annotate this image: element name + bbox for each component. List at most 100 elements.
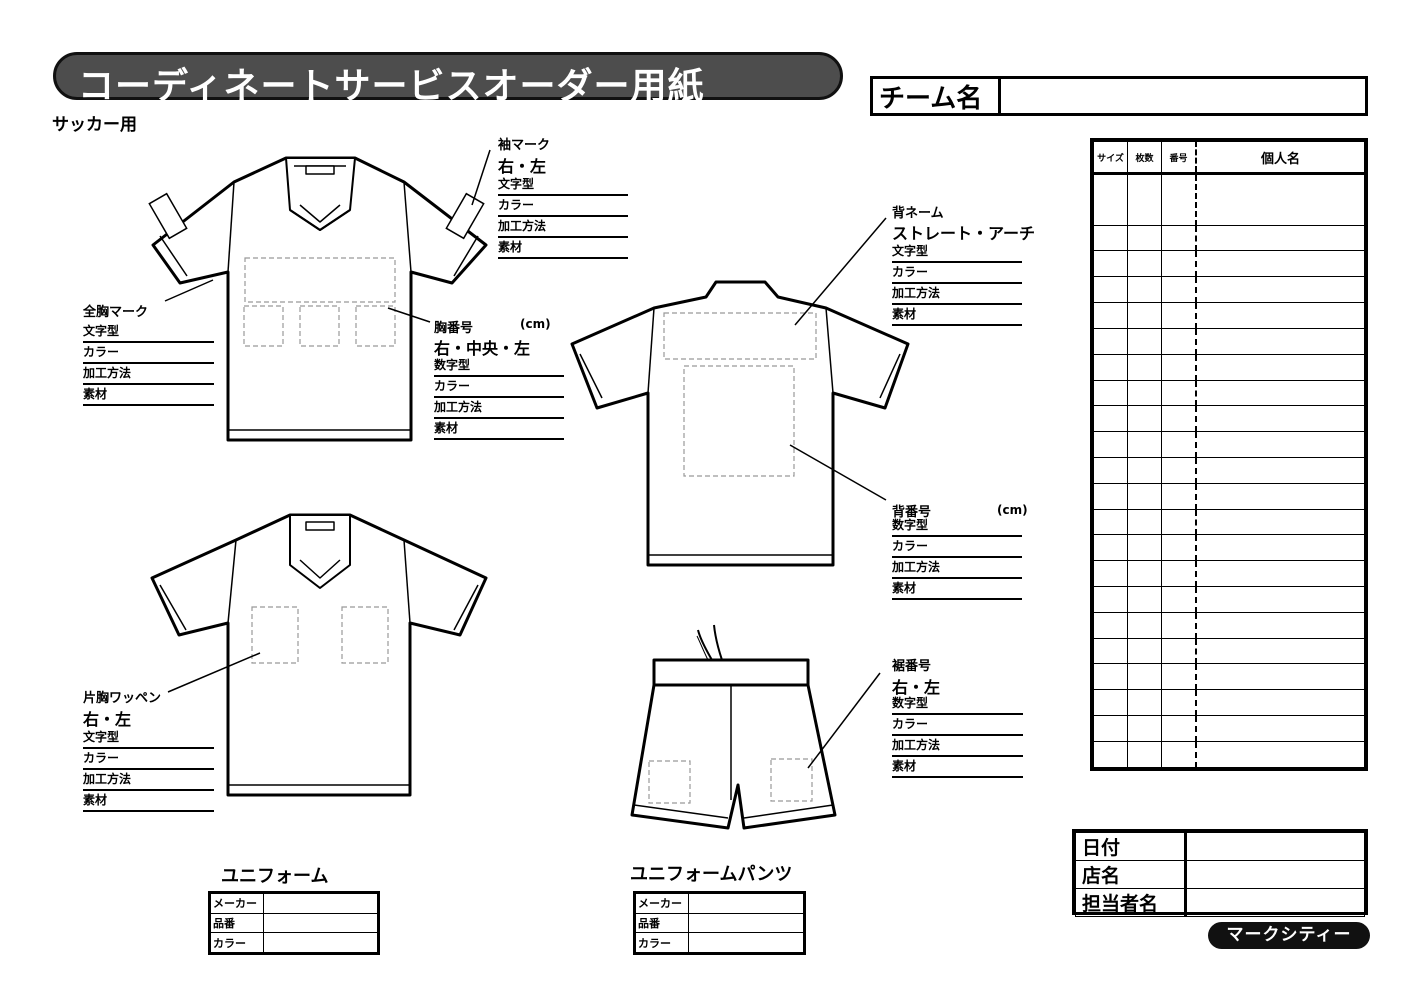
roster-size-cell[interactable]	[1093, 353, 1128, 381]
roster-name-cell[interactable]	[1195, 276, 1365, 304]
chest-number-field[interactable]: 加工方法	[434, 398, 564, 419]
roster-number-cell[interactable]	[1161, 327, 1197, 355]
roster-number-cell[interactable]	[1161, 250, 1197, 278]
staff-field[interactable]	[1185, 888, 1365, 917]
roster-count-cell[interactable]	[1127, 586, 1162, 613]
roster-number-cell[interactable]	[1161, 379, 1197, 407]
roster-size-cell[interactable]	[1093, 379, 1128, 407]
patch-field[interactable]: 加工方法	[83, 770, 214, 791]
roster-number-cell[interactable]	[1161, 637, 1197, 665]
roster-number-cell[interactable]	[1161, 405, 1197, 433]
roster-count-cell[interactable]	[1127, 431, 1162, 458]
roster-number-cell[interactable]	[1161, 715, 1197, 742]
roster-size-cell[interactable]	[1093, 482, 1128, 510]
chest-mark-field[interactable]: 文字型	[83, 322, 214, 343]
roster-name-cell[interactable]	[1195, 353, 1365, 381]
patch-field[interactable]: 文字型	[83, 728, 214, 749]
shorts-number-field[interactable]: 加工方法	[892, 736, 1023, 757]
roster-size-cell[interactable]	[1093, 327, 1128, 355]
roster-name-cell[interactable]	[1195, 379, 1365, 407]
roster-name-cell[interactable]	[1195, 482, 1365, 510]
roster-number-cell[interactable]	[1161, 224, 1197, 252]
sleeve-mark-field[interactable]: 加工方法	[498, 217, 628, 238]
roster-size-cell[interactable]	[1093, 173, 1128, 226]
roster-number-cell[interactable]	[1161, 482, 1197, 510]
roster-name-cell[interactable]	[1195, 689, 1365, 717]
roster-size-cell[interactable]	[1093, 689, 1128, 717]
pants-item-field[interactable]	[688, 912, 804, 934]
roster-number-cell[interactable]	[1161, 173, 1197, 226]
roster-name-cell[interactable]	[1195, 250, 1365, 278]
roster-size-cell[interactable]	[1093, 560, 1128, 588]
chest-number-field[interactable]: 素材	[434, 419, 564, 440]
back-name-field[interactable]: 加工方法	[892, 284, 1022, 305]
chest-mark-field[interactable]: 加工方法	[83, 364, 214, 385]
roster-size-cell[interactable]	[1093, 586, 1128, 613]
roster-count-cell[interactable]	[1127, 637, 1162, 665]
patch-field[interactable]: 素材	[83, 791, 214, 812]
chest-mark-field[interactable]: カラー	[83, 343, 214, 364]
roster-count-cell[interactable]	[1127, 689, 1162, 717]
uniform-item-field[interactable]	[263, 912, 378, 934]
store-field[interactable]	[1185, 860, 1365, 889]
roster-number-cell[interactable]	[1161, 353, 1197, 381]
roster-size-cell[interactable]	[1093, 637, 1128, 665]
chest-mark-field[interactable]: 素材	[83, 385, 214, 406]
roster-name-cell[interactable]	[1195, 560, 1365, 588]
roster-name-cell[interactable]	[1195, 740, 1365, 769]
chest-number-field[interactable]: カラー	[434, 377, 564, 398]
roster-number-cell[interactable]	[1161, 611, 1197, 639]
roster-size-cell[interactable]	[1093, 431, 1128, 458]
roster-count-cell[interactable]	[1127, 405, 1162, 433]
roster-count-cell[interactable]	[1127, 508, 1162, 536]
roster-number-cell[interactable]	[1161, 431, 1197, 458]
roster-name-cell[interactable]	[1195, 534, 1365, 562]
back-name-field[interactable]: 素材	[892, 305, 1022, 326]
roster-size-cell[interactable]	[1093, 276, 1128, 304]
roster-size-cell[interactable]	[1093, 508, 1128, 536]
roster-size-cell[interactable]	[1093, 611, 1128, 639]
back-number-field[interactable]: 数字型	[892, 516, 1022, 537]
roster-name-cell[interactable]	[1195, 302, 1365, 329]
roster-size-cell[interactable]	[1093, 663, 1128, 691]
roster-number-cell[interactable]	[1161, 560, 1197, 588]
roster-count-cell[interactable]	[1127, 456, 1162, 484]
roster-name-cell[interactable]	[1195, 508, 1365, 536]
roster-size-cell[interactable]	[1093, 250, 1128, 278]
uniform-color-field[interactable]	[263, 932, 378, 953]
chest-number-field[interactable]: 数字型	[434, 356, 564, 377]
roster-name-cell[interactable]	[1195, 611, 1365, 639]
shorts-number-field[interactable]: カラー	[892, 715, 1023, 736]
back-number-field[interactable]: 加工方法	[892, 558, 1022, 579]
roster-count-cell[interactable]	[1127, 327, 1162, 355]
uniform-maker-field[interactable]	[263, 893, 378, 914]
roster-name-cell[interactable]	[1195, 327, 1365, 355]
roster-name-cell[interactable]	[1195, 637, 1365, 665]
roster-size-cell[interactable]	[1093, 405, 1128, 433]
back-name-field[interactable]: 文字型	[892, 242, 1022, 263]
patch-field[interactable]: カラー	[83, 749, 214, 770]
roster-size-cell[interactable]	[1093, 534, 1128, 562]
roster-number-cell[interactable]	[1161, 740, 1197, 769]
roster-count-cell[interactable]	[1127, 379, 1162, 407]
pants-color-field[interactable]	[688, 932, 804, 953]
roster-count-cell[interactable]	[1127, 250, 1162, 278]
roster-size-cell[interactable]	[1093, 456, 1128, 484]
roster-count-cell[interactable]	[1127, 302, 1162, 329]
sleeve-mark-field[interactable]: 素材	[498, 238, 628, 259]
roster-count-cell[interactable]	[1127, 715, 1162, 742]
roster-name-cell[interactable]	[1195, 586, 1365, 613]
roster-number-cell[interactable]	[1161, 534, 1197, 562]
roster-name-cell[interactable]	[1195, 173, 1365, 226]
roster-size-cell[interactable]	[1093, 224, 1128, 252]
pants-maker-field[interactable]	[688, 893, 804, 914]
roster-name-cell[interactable]	[1195, 456, 1365, 484]
roster-number-cell[interactable]	[1161, 276, 1197, 304]
roster-name-cell[interactable]	[1195, 431, 1365, 458]
roster-number-cell[interactable]	[1161, 508, 1197, 536]
roster-count-cell[interactable]	[1127, 740, 1162, 769]
roster-name-cell[interactable]	[1195, 405, 1365, 433]
roster-count-cell[interactable]	[1127, 173, 1162, 226]
roster-number-cell[interactable]	[1161, 456, 1197, 484]
shorts-number-field[interactable]: 数字型	[892, 694, 1023, 715]
